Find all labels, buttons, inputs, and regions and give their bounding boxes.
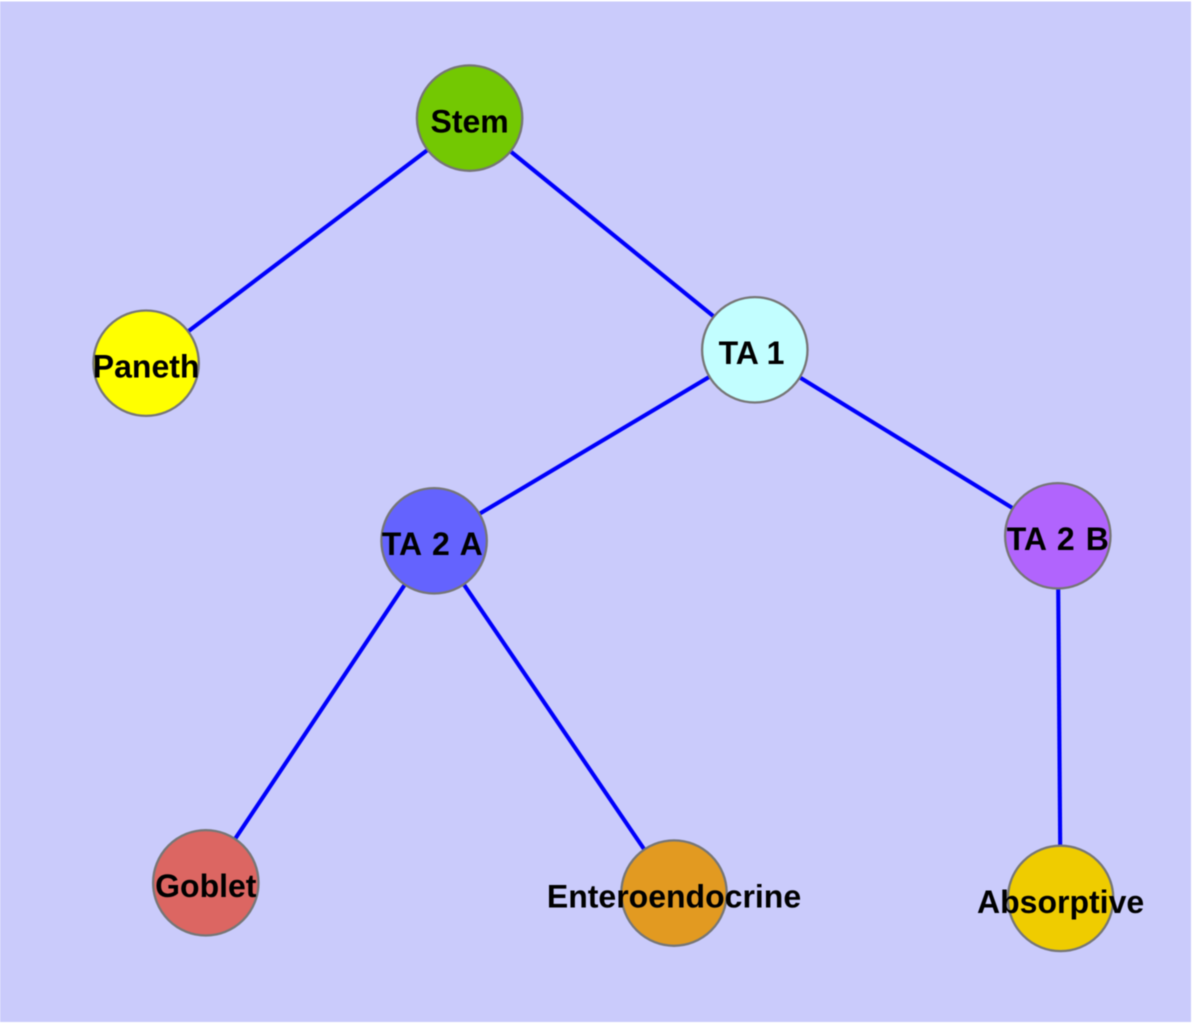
svg-text:TA 2 B: TA 2 B xyxy=(1007,521,1109,557)
svg-text:Goblet: Goblet xyxy=(155,868,257,904)
svg-text:Enteroendocrine: Enteroendocrine xyxy=(547,879,801,915)
svg-text:TA 2 A: TA 2 A xyxy=(382,526,483,562)
svg-text:Absorptive: Absorptive xyxy=(977,884,1144,920)
svg-text:TA 1: TA 1 xyxy=(719,335,785,371)
svg-text:Stem: Stem xyxy=(430,104,508,140)
svg-text:Paneth: Paneth xyxy=(93,349,200,385)
